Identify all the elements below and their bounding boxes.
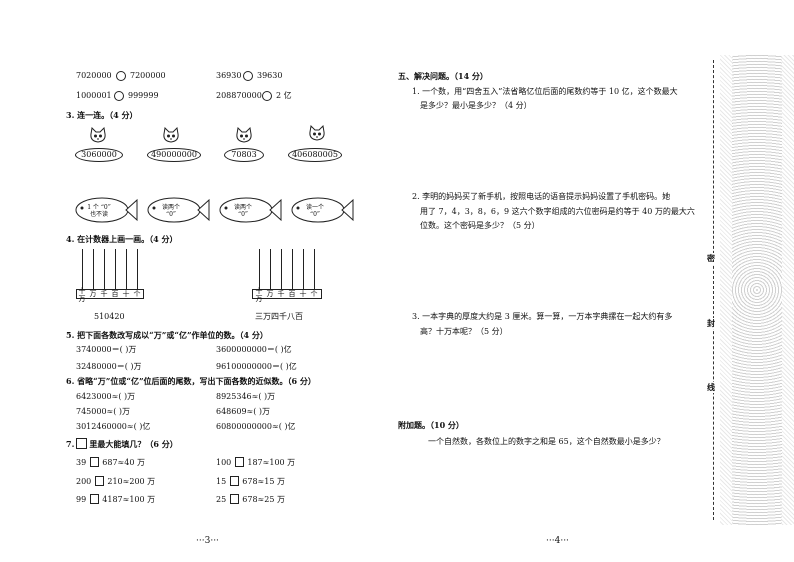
cat-icon [236,126,252,143]
abacus-label: 个 [133,290,141,298]
fish-label: 读两个 “0” [233,204,252,218]
compare-a2: 36930 [216,71,242,80]
page-number-right: ···4··· [546,536,569,546]
q7-row3-right[interactable]: 25 678≈25 万 [216,494,285,504]
extra-title: 附加题。（10 分） [398,420,464,430]
section-title: 五、解决问题。（14 分） [398,71,488,81]
compare-a4: 208870000 [216,91,262,100]
number-oval[interactable]: 490000000 [147,148,201,162]
abacus-label: 千 [100,290,108,298]
abacus-label: 万 [89,290,97,298]
fish-label: 读两个 “0” [161,204,180,218]
binding-feng: 封 [707,318,715,329]
q6-row2-right[interactable]: 648609≈( )万 [216,407,271,416]
q7-row1-left[interactable]: 39 687≈40 万 [76,457,145,467]
abacus-label: 百 [111,290,119,298]
compare-b4: 2 亿 [276,91,292,100]
fish-icon [291,197,354,223]
compare-b2: 39630 [257,71,283,80]
fish-icon [75,197,138,223]
q1-line2: 是多少？最小是多少？（4 分） [420,101,532,110]
compare-circle[interactable] [114,91,124,101]
q7-row1-right[interactable]: 100 187≈100 万 [216,457,296,467]
compare-circle[interactable] [116,71,126,81]
abacus-label: 个 [310,290,318,298]
q2-line3: 位数。这个密码是多少？（5 分） [420,221,540,230]
q5-row2-left[interactable]: 32480000＝( )万 [76,362,142,371]
q5-row1-right[interactable]: 3600000000＝( )亿 [216,345,292,354]
q6-row2-left[interactable]: 745000≈( )万 [76,407,131,416]
cat-icon [90,126,106,143]
binding-xian: 线 [707,382,715,393]
abacus-label: 千 [277,290,285,298]
abacus-label: 十 万 [78,287,86,303]
abacus-label: 百 [288,290,296,298]
abacus-label: 万 [266,290,274,298]
q3-line1: 3. 一本字典的厚度大约是 3 厘米。算一算，一万本字典摞在一起大约有多 [412,312,673,321]
q5-row2-right[interactable]: 96100000000＝( )亿 [216,362,297,371]
q7-row2-left[interactable]: 200 210≈200 万 [76,476,156,486]
q6-row3-right[interactable]: 60800000000≈( )亿 [216,422,296,431]
q2-line2: 用了 7，4，3，8，6，9 这六个数字组成的六位密码是约等于 40 万的最大六 [420,207,695,216]
abacus-answer-1: 510420 [94,312,125,321]
compare-circle[interactable] [262,91,272,101]
q4-title: 4. 在计数器上画一画。（4 分） [66,234,178,244]
compare-b1: 7200000 [130,71,166,80]
number-oval[interactable]: 406080005 [288,148,342,162]
page-number-left: ···3··· [196,536,219,546]
binding-margin [720,55,794,525]
abacus-label: 十 [299,290,307,298]
q5-title: 5. 把下面各数改写成以“万”或“亿”作单位的数。（4 分） [66,330,268,340]
compare-circle[interactable] [243,71,253,81]
q2-line1: 2. 李明的妈妈买了新手机，按照电话的语音提示妈妈设置了手机密码。她 [412,192,671,201]
fish-icon [147,197,210,223]
q3-line2: 高？十万本呢？（5 分） [420,327,508,336]
binding-line [713,60,714,520]
q1-line1: 1. 一个数，用“四舍五入”法省略亿位后面的尾数约等于 10 亿，这个数最大 [412,87,678,96]
cat-icon [163,126,179,143]
q5-row1-left[interactable]: 3740000＝( )万 [76,345,137,354]
number-oval[interactable]: 70803 [224,148,264,162]
q6-row3-left[interactable]: 3012460000≈( )亿 [76,422,151,431]
fish-label: 读一个 “0” [305,204,324,218]
q7-row3-left[interactable]: 99 4187≈100 万 [76,494,156,504]
abacus-label: 十 [122,290,130,298]
cat-icon [309,124,325,141]
number-oval[interactable]: 3060000 [75,148,123,162]
q6-row1-right[interactable]: 8925346≈( )万 [216,392,276,401]
abacus-label: 十 万 [255,287,263,303]
fish-icon [219,197,282,223]
extra-question: 一个自然数，各数位上的数字之和是 65，这个自然数最小是多少？ [428,437,665,446]
compare-b3: 999999 [128,91,159,100]
q6-title: 6. 省略“万”位或“亿”位后面的尾数，写出下面各数的近似数。（6 分） [66,376,316,386]
q3-title: 3. 连一连。（4 分） [66,110,138,120]
fish-label: 1 个 “0” 也不读 [87,204,111,218]
q7-row2-right[interactable]: 15 678≈15 万 [216,476,285,486]
compare-a3: 1000001 [76,91,112,100]
q7-title: 7.里最大能填几？（6 分） [66,438,178,449]
compare-a1: 7020000 [76,71,112,80]
abacus-answer-2: 三万四千八百 [255,312,303,321]
binding-mi: 密 [707,253,715,264]
q6-row1-left[interactable]: 6423000≈( )万 [76,392,136,401]
